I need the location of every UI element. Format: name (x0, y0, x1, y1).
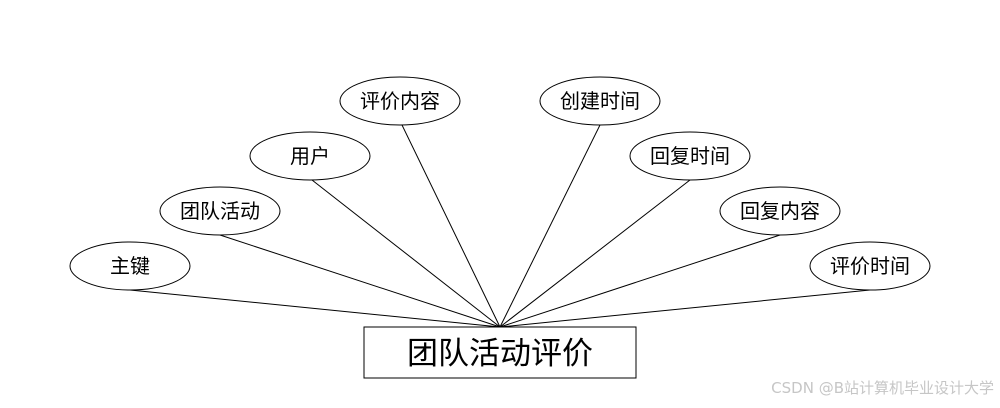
connectors (129, 124, 871, 328)
entity-label: 团队活动评价 (407, 336, 593, 372)
attribute-team-activity: 团队活动 (159, 186, 281, 236)
entity-team-activity-review: 团队活动评价 (363, 326, 637, 379)
connector-pk (129, 289, 501, 328)
attribute-reply-time: 回复时间 (629, 131, 751, 181)
attribute-ellipse (159, 186, 281, 236)
entity-box (363, 326, 637, 379)
attribute-label: 主键 (110, 254, 150, 278)
attribute-ellipse (69, 241, 191, 291)
attribute-label: 创建时间 (560, 89, 640, 113)
connector-created-time (499, 124, 601, 328)
attribute-ellipse (539, 76, 661, 126)
connector-reply-content (499, 234, 781, 328)
attribute-ellipse (339, 76, 461, 126)
attribute-created-time: 创建时间 (539, 76, 661, 126)
connector-review-content (401, 124, 501, 328)
attribute-user: 用户 (249, 131, 371, 181)
attribute-label: 回复内容 (740, 199, 820, 223)
attribute-reply-content: 回复内容 (719, 186, 841, 236)
watermark-text: CSDN @B站计算机毕业设计大学 (771, 379, 994, 397)
attribute-label: 回复时间 (650, 144, 730, 168)
attribute-pk: 主键 (69, 241, 191, 291)
attribute-ellipse (719, 186, 841, 236)
attribute-review-time: 评价时间 (809, 241, 931, 291)
connector-team-activity (219, 234, 501, 328)
attribute-ellipse (809, 241, 931, 291)
connector-reply-time (499, 179, 691, 328)
attribute-review-content: 评价内容 (339, 76, 461, 126)
connector-user (311, 179, 501, 328)
attribute-label: 团队活动 (180, 199, 260, 223)
attribute-label: 用户 (290, 144, 330, 168)
connector-review-time (499, 289, 871, 328)
attribute-ellipse (249, 131, 371, 181)
attribute-ellipse (629, 131, 751, 181)
attribute-label: 评价内容 (360, 89, 440, 113)
attribute-label: 评价时间 (830, 254, 910, 278)
